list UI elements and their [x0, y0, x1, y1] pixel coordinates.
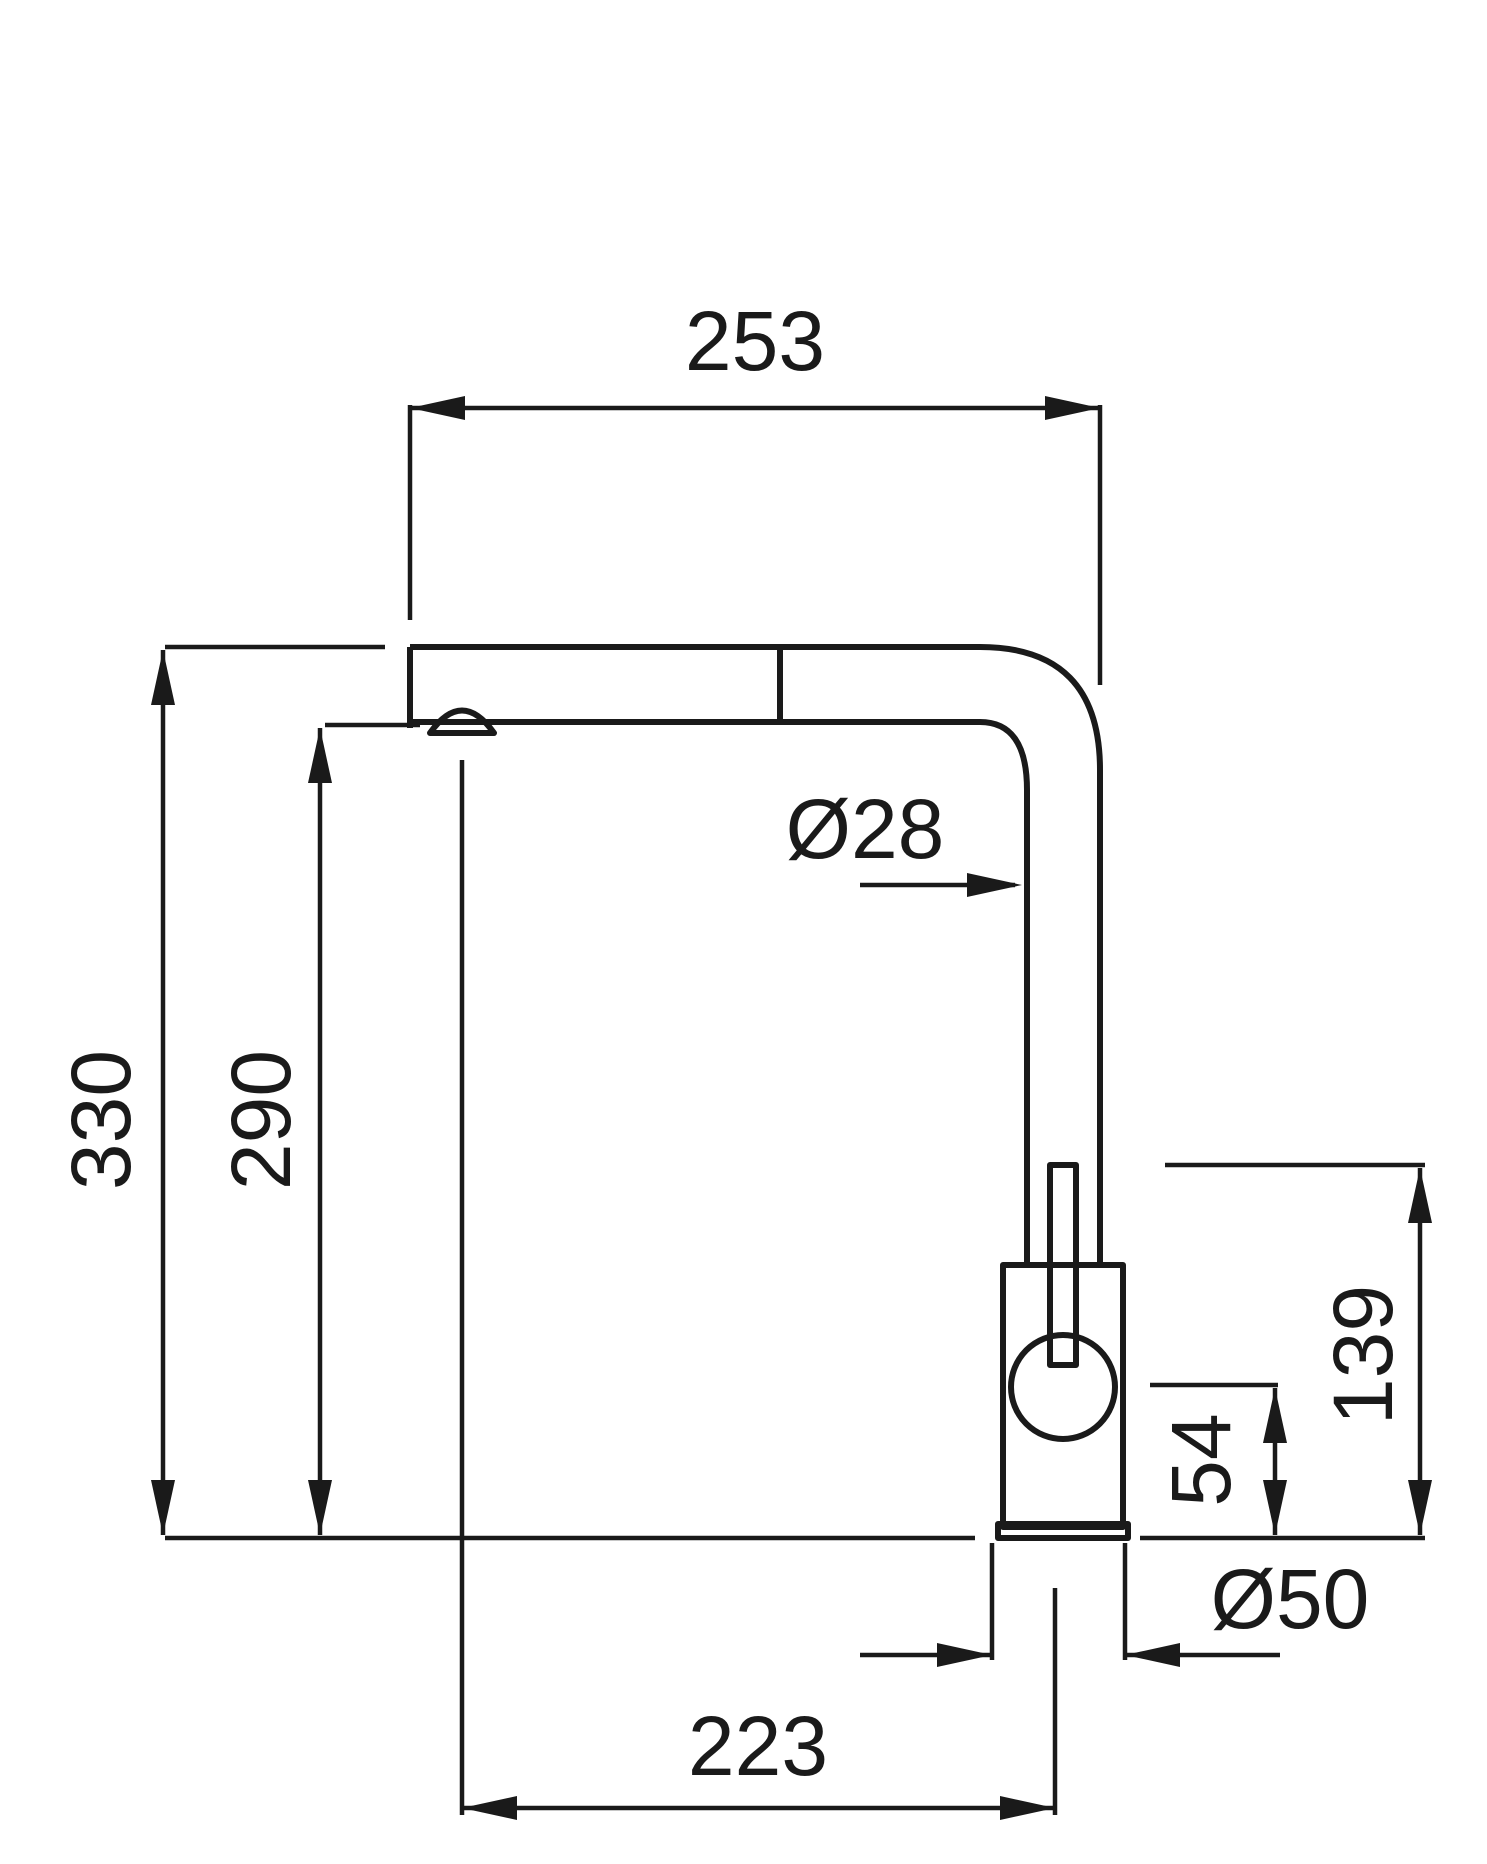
dimension-overall-height: 330 [54, 644, 975, 1541]
base-diameter-label: Ø50 [1211, 1552, 1370, 1646]
handle-height-label: 139 [1316, 1285, 1410, 1425]
overall-height-label: 330 [54, 1050, 148, 1190]
dimension-overall-width: 253 [407, 294, 1103, 685]
base-plate [995, 1521, 1131, 1541]
spout-reach-label: 223 [688, 1699, 828, 1793]
faucet-body [1000, 1262, 1126, 1530]
lever-handle [1047, 1162, 1079, 1368]
dimension-handle-height: 139 [1140, 1162, 1432, 1541]
dimension-spout-diameter: Ø28 [786, 782, 1022, 897]
dimension-base-diameter: Ø50 [860, 1543, 1369, 1667]
spout-outlet-height-label: 290 [214, 1050, 308, 1190]
faucet-outline [407, 644, 1131, 1541]
spout-inner-contour [410, 719, 1030, 1265]
aerator-outlet [427, 707, 497, 736]
lever-axis-height-label: 54 [1154, 1413, 1248, 1506]
dimension-spout-outlet-height: 290 [214, 722, 420, 1535]
dimension-spout-reach: 223 [459, 760, 1058, 1820]
overall-width-label: 253 [685, 294, 825, 388]
lever-hub [1008, 1332, 1118, 1442]
spout-outer-contour [407, 644, 1103, 1265]
dimension-lever-axis-height: 54 [1150, 1382, 1287, 1535]
spout-diameter-label: Ø28 [786, 782, 945, 876]
